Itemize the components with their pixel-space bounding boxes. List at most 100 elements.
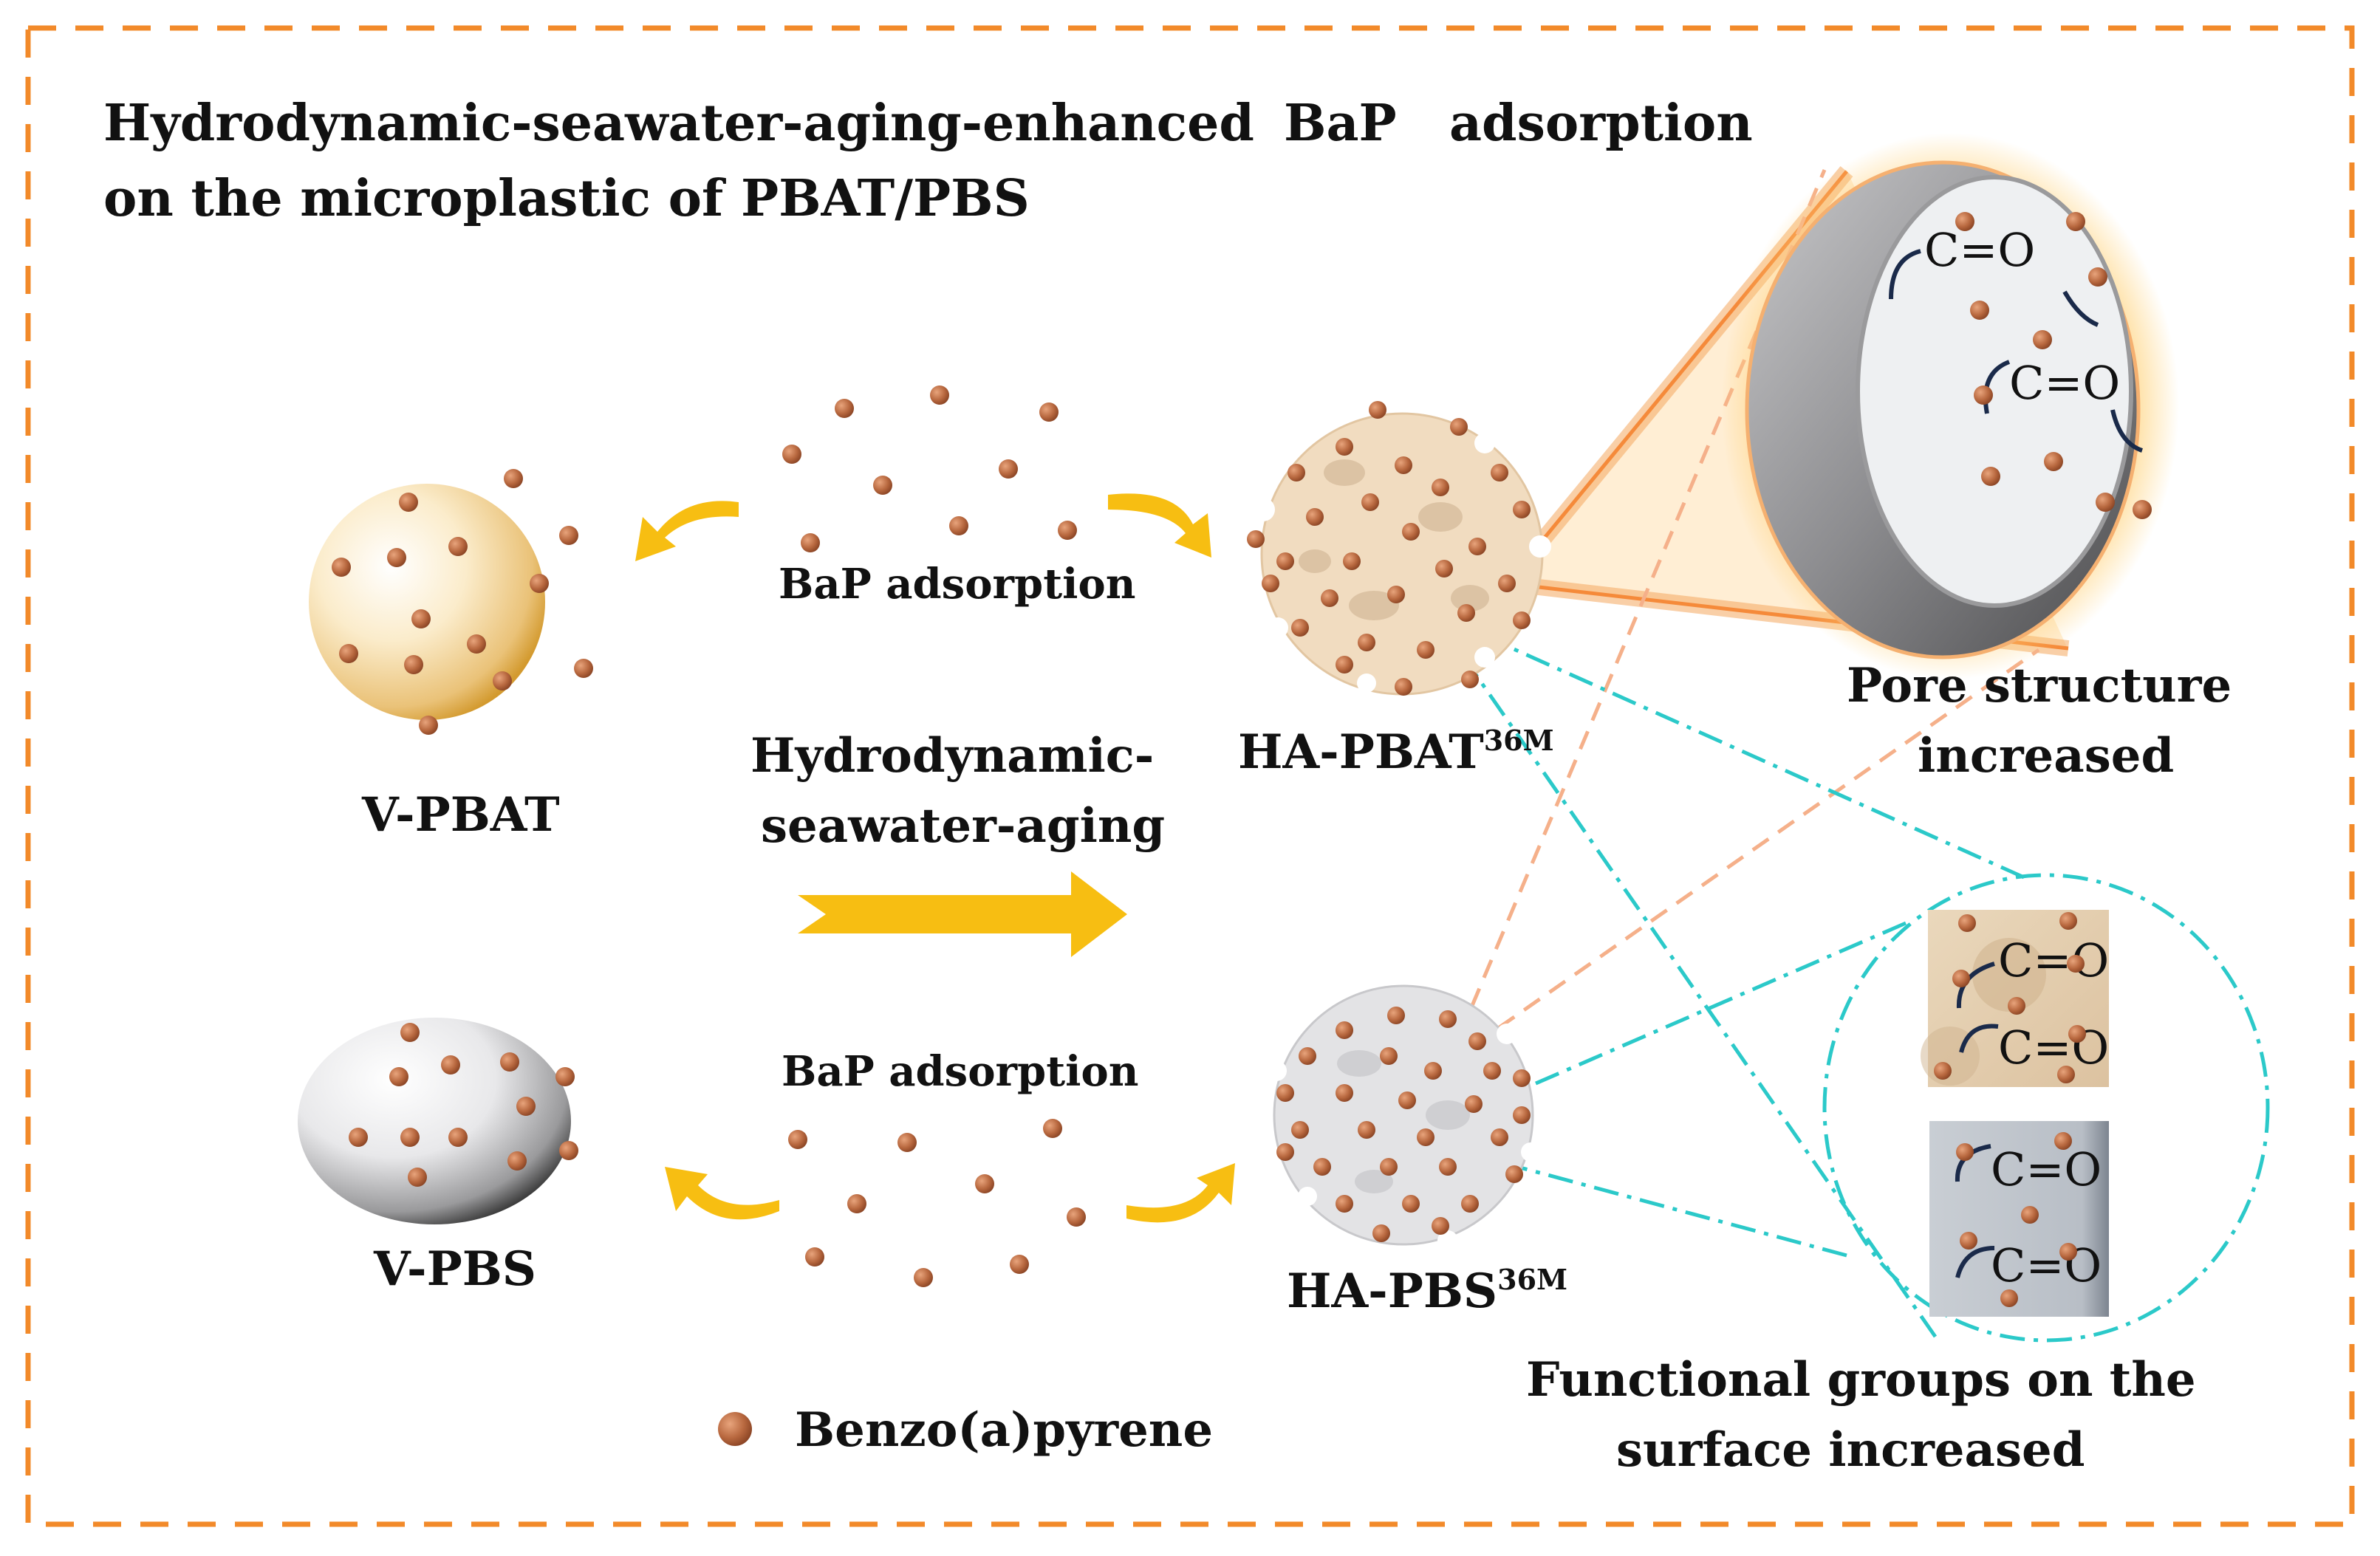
bap-adsorption-label-top: BaP adsorption (779, 560, 1135, 609)
legend: Benzo(a)pyrene (718, 1402, 1213, 1458)
bap-particle (404, 655, 423, 674)
bap-particle (835, 399, 854, 418)
bap-particle (1395, 456, 1412, 474)
bap-particle (1960, 1232, 1977, 1250)
bap-particle (1336, 1084, 1353, 1102)
bap-particle (349, 1128, 368, 1147)
bap-particle (504, 469, 523, 488)
bap-particle (1513, 501, 1531, 518)
pore-label-line2: increased (1918, 728, 2174, 784)
bap-particle (1276, 1084, 1294, 1102)
bap-particle (2008, 997, 2025, 1015)
bap-particle (1483, 1062, 1501, 1080)
bap-particle (914, 1268, 933, 1287)
bap-particle (574, 659, 593, 678)
ha-pbat-label: HA-PBAT36M (1238, 724, 1554, 780)
ha-pbat-bap-particles (1247, 401, 1531, 696)
bap-particle (1387, 1007, 1405, 1024)
arrow-to-v-pbat (635, 501, 739, 561)
bap-particle (1505, 1165, 1523, 1183)
ha-pbs-label-sup: 36M (1497, 1263, 1567, 1296)
bap-particle (1336, 438, 1353, 456)
bap-particle (1513, 1069, 1531, 1087)
bap-particle (387, 548, 406, 567)
bap-particle (2044, 452, 2063, 471)
bap-particle (1952, 970, 1970, 987)
functional-zoom-lines (1430, 610, 2270, 1343)
bap-particle (389, 1067, 408, 1086)
bap-particle (1067, 1207, 1086, 1227)
bap-particle (399, 493, 418, 512)
bap-particle (1291, 1121, 1309, 1139)
arrow-to-ha-pbat (1108, 493, 1211, 558)
bap-particle (332, 558, 351, 577)
v-pbat-label: V-PBAT (361, 787, 560, 843)
bap-particle (419, 716, 438, 735)
bap-particle (448, 537, 468, 556)
bap-particle (2088, 267, 2107, 287)
title-line1-part1: Hydrodynamic-seawater-aging-enhanced (103, 94, 1254, 153)
ha-pbs-sphere (1266, 984, 1540, 1251)
legend-bap-particle (718, 1412, 752, 1446)
bap-particle (516, 1097, 536, 1116)
bap-particle (1491, 1128, 1508, 1146)
bap-particle (1387, 586, 1405, 603)
bap-particle (441, 1055, 460, 1075)
bap-particle (1010, 1255, 1029, 1274)
v-pbs-bap-particles (349, 1023, 578, 1187)
bap-particle (1398, 1091, 1416, 1109)
carbonyl-label-tile1-2: C=O (1998, 1021, 2109, 1075)
process-label-line2: seawater-aging (761, 798, 1165, 854)
bap-particle (1369, 401, 1386, 419)
ha-pbs-label-base: HA-PBS (1287, 1264, 1497, 1319)
bap-particle (999, 459, 1018, 479)
v-pbs-ellipsoid (298, 1018, 571, 1224)
bap-particle (400, 1128, 420, 1147)
arrow-to-v-pbs (665, 1167, 779, 1220)
bap-particle (1343, 552, 1361, 570)
bap-particle (805, 1247, 824, 1267)
bap-particle (1058, 521, 1077, 540)
title-line1-part3: adsorption (1449, 94, 1753, 153)
v-pbs-label: V-PBS (373, 1241, 536, 1297)
bap-particle (1299, 1047, 1316, 1065)
bap-particle (1276, 1143, 1294, 1161)
free-bap-particles-top (782, 385, 1077, 552)
bap-particle (1934, 1062, 1952, 1080)
bap-particle (1402, 523, 1420, 541)
ha-pbat-label-base: HA-PBAT (1238, 724, 1484, 780)
bap-particle (400, 1023, 420, 1042)
bap-particle (2066, 212, 2085, 231)
bap-particle (1461, 1195, 1479, 1213)
legend-benzo-label: Benzo(a)pyrene (795, 1402, 1213, 1458)
bap-particle (1468, 1032, 1486, 1050)
v-pbat-sphere (309, 484, 545, 720)
dashed-frame (25, 25, 2355, 1527)
bap-particle (500, 1052, 519, 1072)
pore-bap-particles (1955, 212, 2152, 519)
title-line1-part2: BaP (1284, 94, 1397, 153)
bap-particle (559, 526, 578, 545)
bap-particle (2059, 1243, 2077, 1261)
bap-particle (2133, 500, 2152, 519)
bap-particle (1498, 575, 1516, 592)
bap-particle (2068, 1025, 2086, 1043)
bap-particle (1361, 493, 1379, 511)
bap-particle (493, 671, 512, 690)
bap-particle (1955, 212, 1974, 231)
bap-particle (2059, 912, 2077, 930)
bap-particle (1336, 656, 1353, 674)
bap-particle (1313, 1158, 1331, 1176)
bap-particle (1372, 1224, 1390, 1242)
bap-particle (873, 476, 892, 495)
func-label-line1: Functional groups on the (1526, 1352, 2196, 1408)
bap-particle (2033, 330, 2052, 349)
bap-particle (1380, 1158, 1398, 1176)
bap-particle (782, 445, 801, 464)
bap-particle (2000, 1289, 2018, 1307)
bap-particle (2057, 1066, 2075, 1083)
bap-particle (1491, 464, 1508, 481)
bap-particle (1513, 1106, 1531, 1124)
bap-particle (1974, 385, 1993, 405)
ha-pbat-sphere (1251, 412, 1551, 696)
